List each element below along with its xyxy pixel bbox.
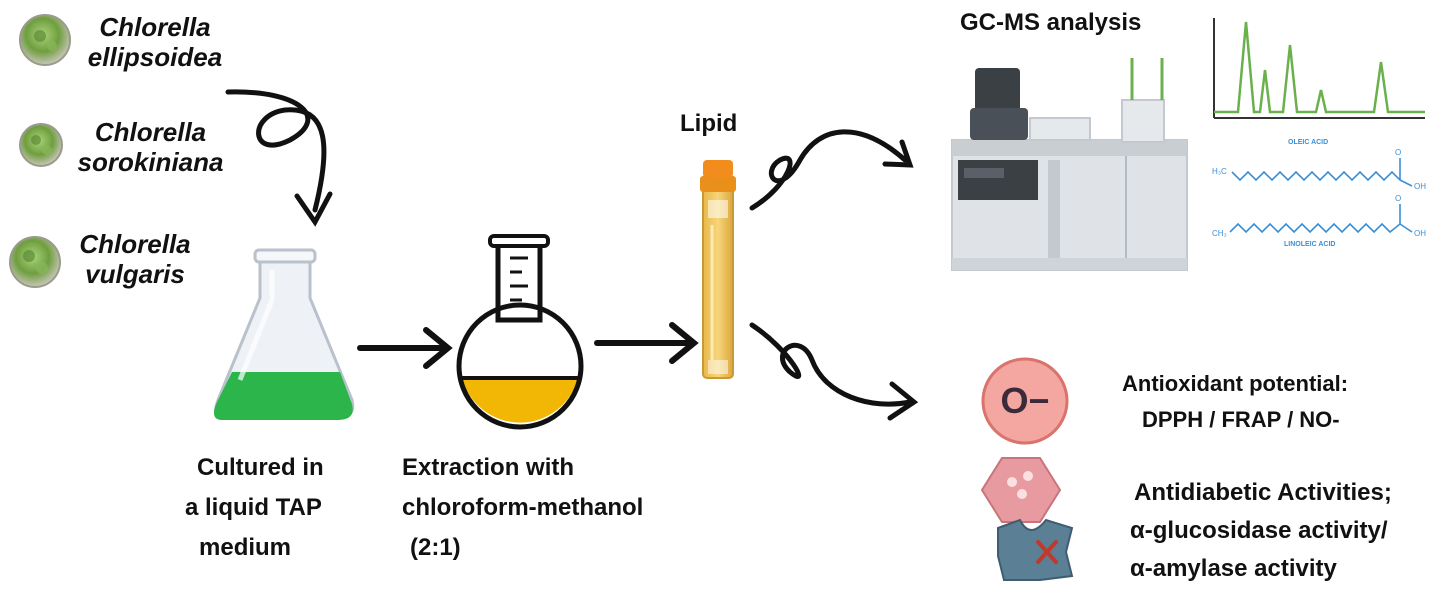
species-name: sorokiniana bbox=[77, 147, 224, 177]
extraction-line-2: chloroform-methanol bbox=[402, 494, 644, 521]
svg-text:O: O bbox=[1395, 194, 1401, 203]
species-genus: Chlorella bbox=[99, 12, 211, 42]
culture-line-2: a liquid TAP bbox=[185, 494, 322, 521]
arrow-to-extraction bbox=[357, 327, 453, 369]
culture-label: Cultured in a liquid TAP medium bbox=[185, 448, 324, 568]
svg-text:H₃C: H₃C bbox=[1212, 167, 1227, 176]
svg-text:OH: OH bbox=[1414, 229, 1426, 238]
svg-text:O: O bbox=[1395, 148, 1401, 157]
extraction-label: Extraction with chloroform-methanol (2:1… bbox=[402, 448, 643, 568]
arrow-to-lipid bbox=[594, 322, 699, 364]
antidiabetic-line-3: α-amylase activity bbox=[1130, 555, 1337, 582]
microalgae-icon bbox=[19, 123, 63, 167]
species-name: ellipsoidea bbox=[87, 42, 223, 72]
antioxidant-icon bbox=[981, 357, 1069, 445]
gcms-label: GC-MS analysis bbox=[960, 9, 1142, 36]
linoleic-acid-label: LINOLEIC ACID bbox=[1284, 241, 1336, 248]
erlenmeyer-flask-icon bbox=[213, 248, 355, 420]
svg-text:CH₃: CH₃ bbox=[1212, 229, 1227, 238]
antidiabetic-label: Antidiabetic Activities; α-glucosidase a… bbox=[1130, 474, 1392, 588]
oleic-acid-label: OLEIC ACID bbox=[1288, 139, 1329, 146]
species-genus: Chlorella bbox=[79, 229, 191, 259]
superoxide-symbol: O− bbox=[1000, 380, 1050, 421]
antidiabetic-line-2: α-glucosidase activity/ bbox=[1130, 517, 1388, 544]
molecule-atom-labels: H₃C O OH CH₃ O OH bbox=[1212, 148, 1426, 238]
culture-line-1: Cultured in bbox=[197, 454, 324, 481]
species-name: vulgaris bbox=[85, 259, 185, 289]
antioxidant-line-2: DPPH / FRAP / NO- bbox=[1142, 407, 1340, 432]
antioxidant-label: Antioxidant potential: DPPH / FRAP / NO- bbox=[1122, 366, 1348, 438]
fatty-acid-structure-icon bbox=[1229, 158, 1413, 234]
lipid-tube-icon bbox=[700, 160, 736, 379]
antidiabetic-line-1: Antidiabetic Activities; bbox=[1134, 479, 1392, 506]
microalgae-icon bbox=[9, 236, 61, 288]
gcms-instrument-icon bbox=[951, 58, 1188, 271]
species-label-vulgaris: Chlorella vulgaris bbox=[70, 229, 200, 289]
species-label-sorokiniana: Chlorella sorokiniana bbox=[68, 117, 233, 177]
extraction-line-3: (2:1) bbox=[410, 534, 461, 561]
species-label-ellipsoidea: Chlorella ellipsoidea bbox=[80, 12, 230, 72]
microalgae-icon bbox=[19, 14, 71, 66]
species-genus: Chlorella bbox=[94, 117, 207, 147]
lipid-label: Lipid bbox=[680, 110, 738, 137]
antioxidant-line-1: Antioxidant potential: bbox=[1122, 371, 1349, 396]
culture-line-3: medium bbox=[199, 534, 292, 561]
round-bottom-flask-icon bbox=[456, 234, 584, 430]
curly-arrow-to-bioactivity bbox=[749, 322, 919, 421]
chromatogram-icon bbox=[1213, 18, 1425, 119]
enzyme-inhibition-icon bbox=[980, 457, 1074, 581]
extraction-line-1: Extraction with bbox=[402, 454, 575, 481]
curly-arrow-to-gcms bbox=[749, 129, 914, 211]
svg-text:OH: OH bbox=[1414, 182, 1426, 191]
curly-arrow-to-flask bbox=[225, 89, 333, 227]
